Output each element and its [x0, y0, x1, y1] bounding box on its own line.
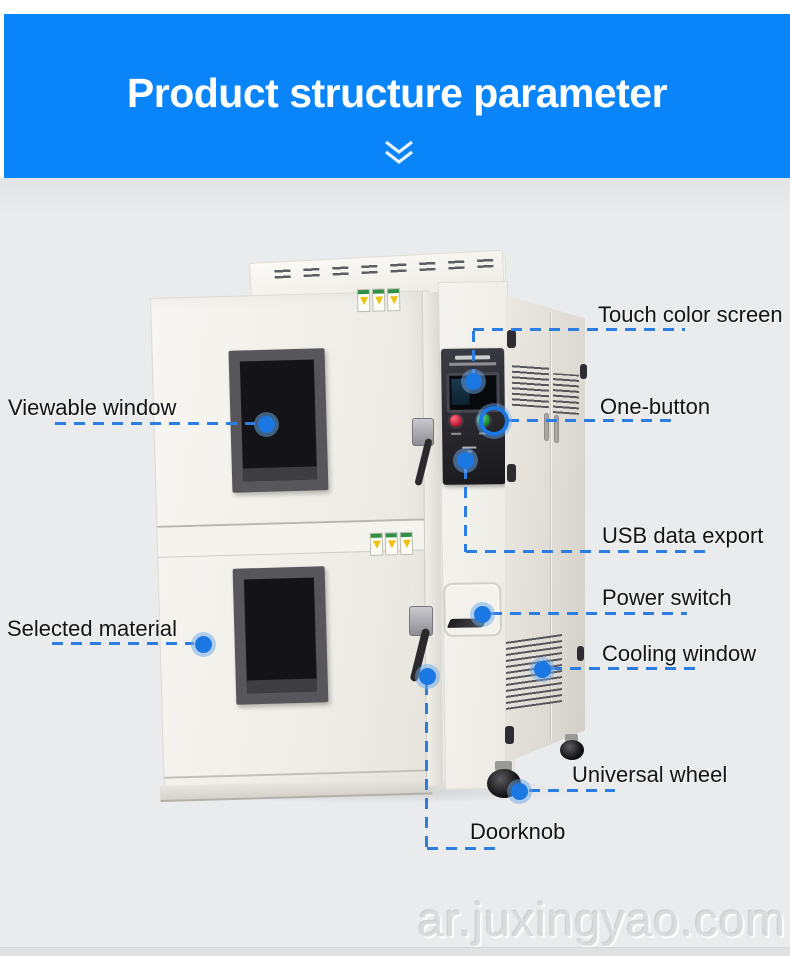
callout-label-usb-data-export: USB data export: [602, 523, 764, 548]
callout-line-doorknob-vertical: [425, 684, 428, 850]
callout-line-usb-data-export: [466, 550, 711, 553]
hinge-block: [507, 464, 516, 482]
callout-label-doorknob: Doorknob: [470, 819, 566, 844]
callout-ring-one-button: [479, 406, 509, 436]
callout-line-universal-wheel: [529, 789, 615, 792]
bottom-strip: [0, 947, 790, 956]
callout-line-power-switch: [491, 612, 687, 615]
callout-label-cooling-window: Cooling window: [602, 641, 757, 666]
callout-dot-usb-data-export: [457, 452, 474, 469]
viewable-window-lower: [232, 566, 329, 705]
warning-labels-upper: [356, 288, 401, 313]
power-switch-panel: [443, 582, 502, 637]
caster-wheel-rear: [560, 740, 584, 760]
warning-triangle-icon: [384, 532, 399, 556]
hinge-block: [505, 726, 514, 744]
callout-dot-universal-wheel: [511, 783, 528, 800]
viewable-window-upper: [228, 348, 329, 493]
hinge-block: [577, 646, 584, 661]
callout-dot-cooling-window: [534, 661, 551, 678]
callout-label-selected-material: Selected material: [7, 616, 177, 641]
top-vent-slots: [274, 258, 494, 279]
warning-triangle-icon: [356, 288, 371, 313]
page-title: Product structure parameter: [126, 70, 668, 116]
warning-triangle-icon: [369, 532, 384, 556]
side-door-handle: [545, 414, 548, 440]
callout-dot-touch-color-screen: [465, 373, 482, 390]
callout-dot-doorknob: [419, 668, 436, 685]
hinge-block: [507, 330, 516, 348]
callout-label-viewable-window: Viewable window: [8, 395, 177, 420]
side-vent-grille: [553, 373, 579, 415]
double-chevron-down-icon: [385, 140, 413, 165]
callout-label-touch-color-screen: Touch color screen: [598, 302, 783, 327]
usb-port: [462, 446, 477, 449]
callout-dot-viewable-window: [258, 416, 275, 433]
machine-front-doors: [150, 288, 443, 792]
callout-dot-selected-material: [195, 636, 212, 653]
side-door-seam: [550, 312, 551, 740]
watermark-text: ar.juxingyao.com: [417, 893, 786, 946]
callout-line-touch-color-screen: [473, 328, 685, 331]
machine-control-column: [438, 281, 516, 790]
callout-line-one-button: [508, 419, 672, 422]
callout-dot-power-switch: [474, 606, 491, 623]
callout-label-universal-wheel: Universal wheel: [572, 762, 728, 787]
warning-triangle-icon: [371, 288, 386, 312]
side-vent-grille: [512, 363, 549, 409]
callout-label-power-switch: Power switch: [602, 585, 732, 610]
warning-labels-lower: [369, 531, 414, 556]
callout-line-usb-vertical: [464, 468, 467, 552]
callout-line-doorknob: [427, 847, 497, 850]
warning-triangle-icon: [386, 288, 401, 312]
callout-line-viewable-window: [55, 422, 255, 425]
callout-line-selected-material: [52, 642, 194, 645]
warning-triangle-icon: [399, 531, 414, 556]
callout-label-one-button: One-button: [600, 394, 711, 419]
hinge-block: [580, 364, 587, 379]
side-door-handle: [555, 416, 558, 442]
power-button-red: [449, 414, 463, 427]
section-header-banner: Product structure parameter: [4, 14, 790, 178]
callout-line-cooling-window: [551, 667, 703, 670]
